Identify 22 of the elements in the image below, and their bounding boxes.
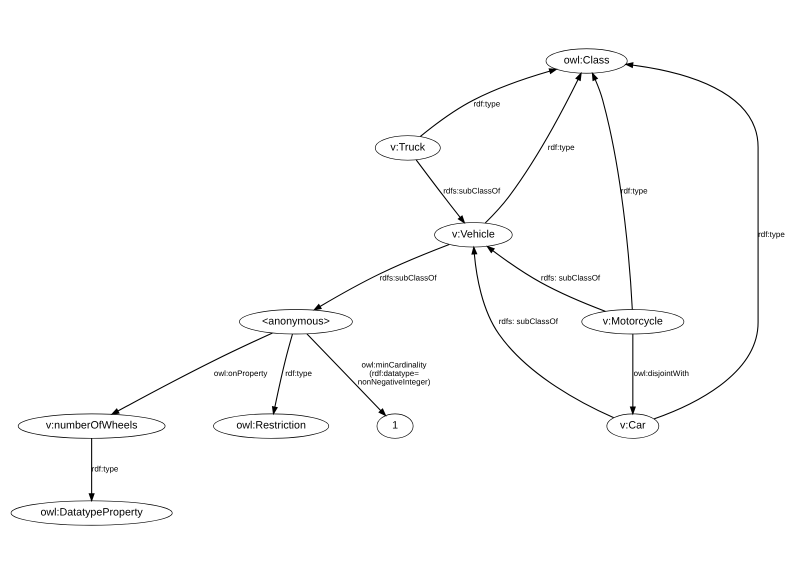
node-ellipse: owl:Restriction <box>213 413 330 438</box>
node-ellipse: 1 <box>376 413 414 438</box>
arrow <box>306 332 387 416</box>
arrow <box>484 71 582 223</box>
node-ellipse: v:Motorcycle <box>581 308 684 334</box>
node-ellipse: <anonymous> <box>239 308 353 334</box>
arrow <box>420 68 558 136</box>
arrow <box>272 334 293 415</box>
arrow <box>486 245 606 312</box>
arrow <box>312 244 450 310</box>
arrow <box>471 245 614 418</box>
node-ellipse: v:Truck <box>374 134 441 160</box>
arrow <box>624 62 759 419</box>
arrow <box>630 334 636 415</box>
node-ellipse: owl:DatatypeProperty <box>10 500 173 526</box>
node-ellipse: v:numberOfWheels <box>18 413 166 438</box>
arrow <box>592 71 633 309</box>
arrow <box>416 159 466 224</box>
node-ellipse: v:Car <box>606 413 660 438</box>
node-ellipse: v:Vehicle <box>434 222 513 247</box>
arrow <box>110 332 273 415</box>
arrow <box>88 438 95 502</box>
